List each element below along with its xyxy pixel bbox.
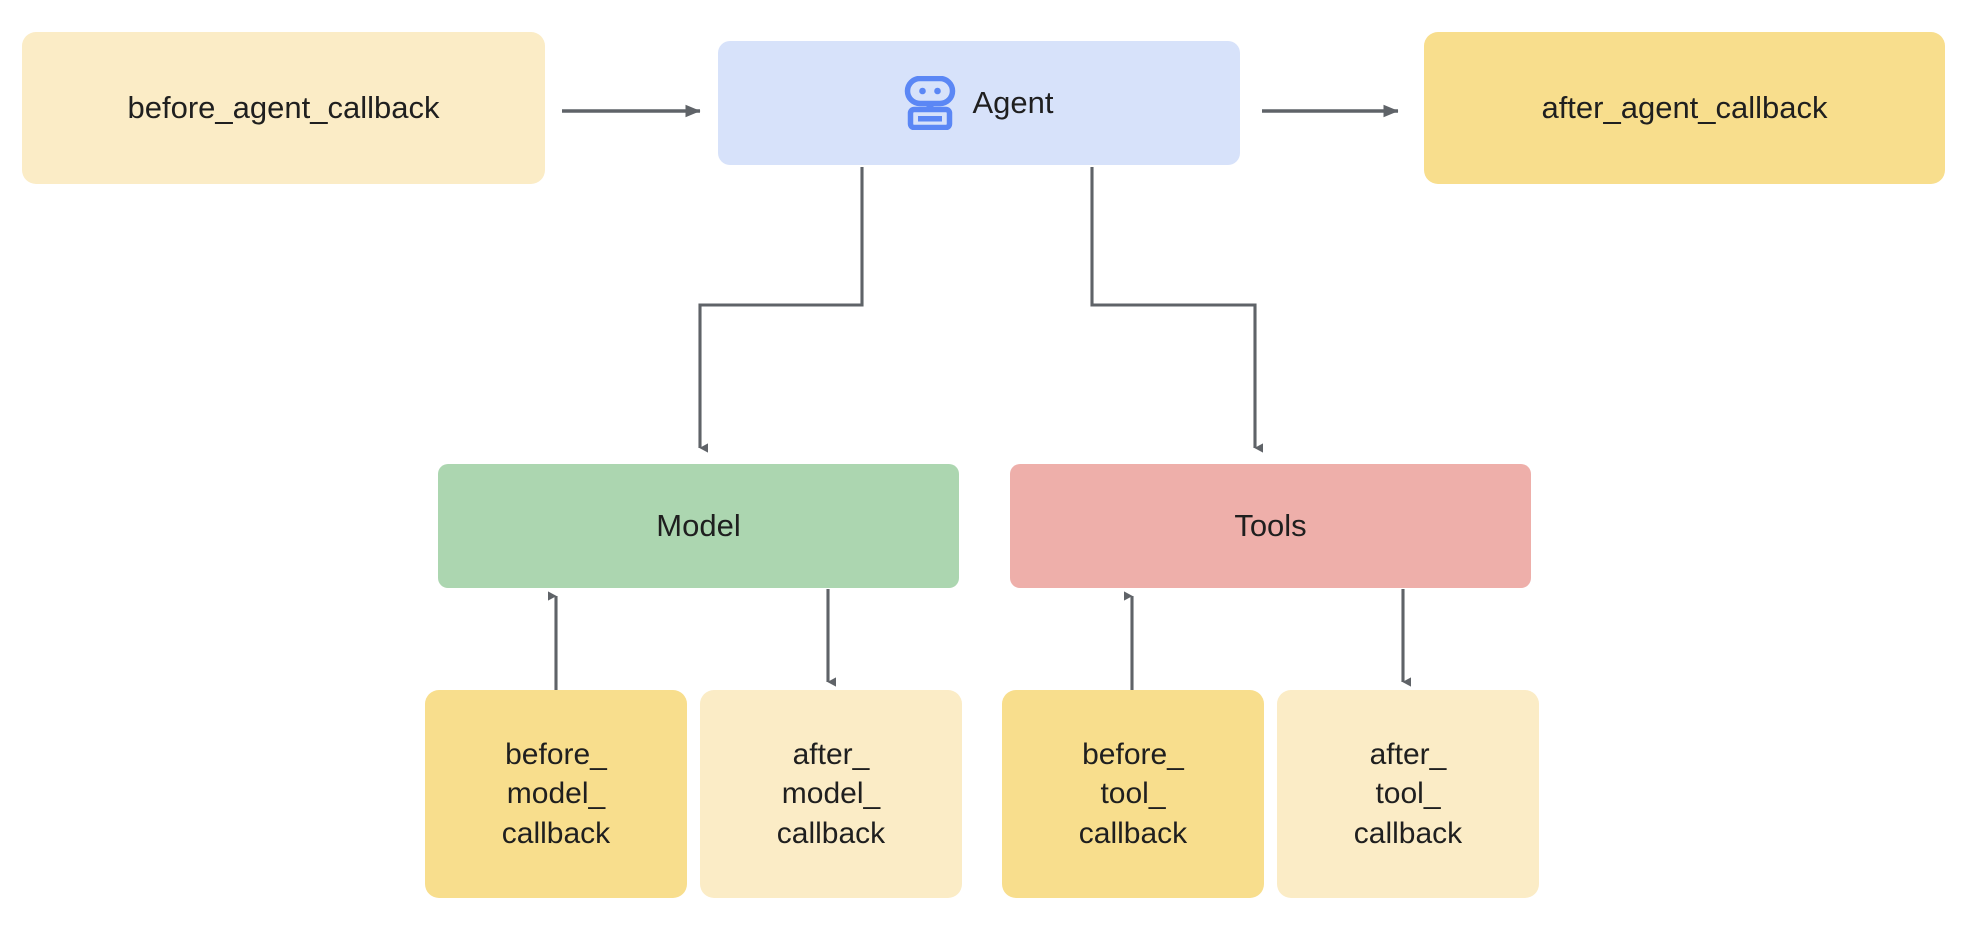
node-before-model-callback[interactable]: before_ model_ callback [425, 690, 687, 898]
edge-agent-to-model [698, 167, 864, 453]
node-after-agent-callback-label: after_agent_callback [1541, 89, 1828, 125]
node-before-tool-callback[interactable]: before_ tool_ callback [1002, 690, 1264, 898]
node-before-tool-callback-label: before_ tool_ callback [1078, 737, 1188, 850]
node-model[interactable]: Model [438, 464, 959, 588]
node-before-agent-callback[interactable]: before_agent_callback [22, 32, 545, 184]
node-before-model-callback-label: before_ model_ callback [501, 737, 611, 850]
robot-icon [904, 35, 956, 171]
node-agent[interactable]: Agent [718, 41, 1240, 165]
node-after-model-callback-label: after_ model_ callback [776, 737, 886, 850]
node-after-model-callback[interactable]: after_ model_ callback [700, 690, 962, 898]
edge-agent-to-tools [1090, 167, 1264, 453]
node-tools[interactable]: Tools [1010, 464, 1531, 588]
node-model-label: Model [656, 507, 741, 543]
node-before-agent-callback-label: before_agent_callback [127, 89, 440, 125]
node-agent-label: Agent [972, 84, 1054, 120]
node-tools-label: Tools [1234, 507, 1307, 543]
node-after-tool-callback-label: after_ tool_ callback [1353, 737, 1463, 850]
agent-content: Agent [904, 35, 1054, 171]
node-after-agent-callback[interactable]: after_agent_callback [1424, 32, 1945, 184]
node-after-tool-callback[interactable]: after_ tool_ callback [1277, 690, 1539, 898]
